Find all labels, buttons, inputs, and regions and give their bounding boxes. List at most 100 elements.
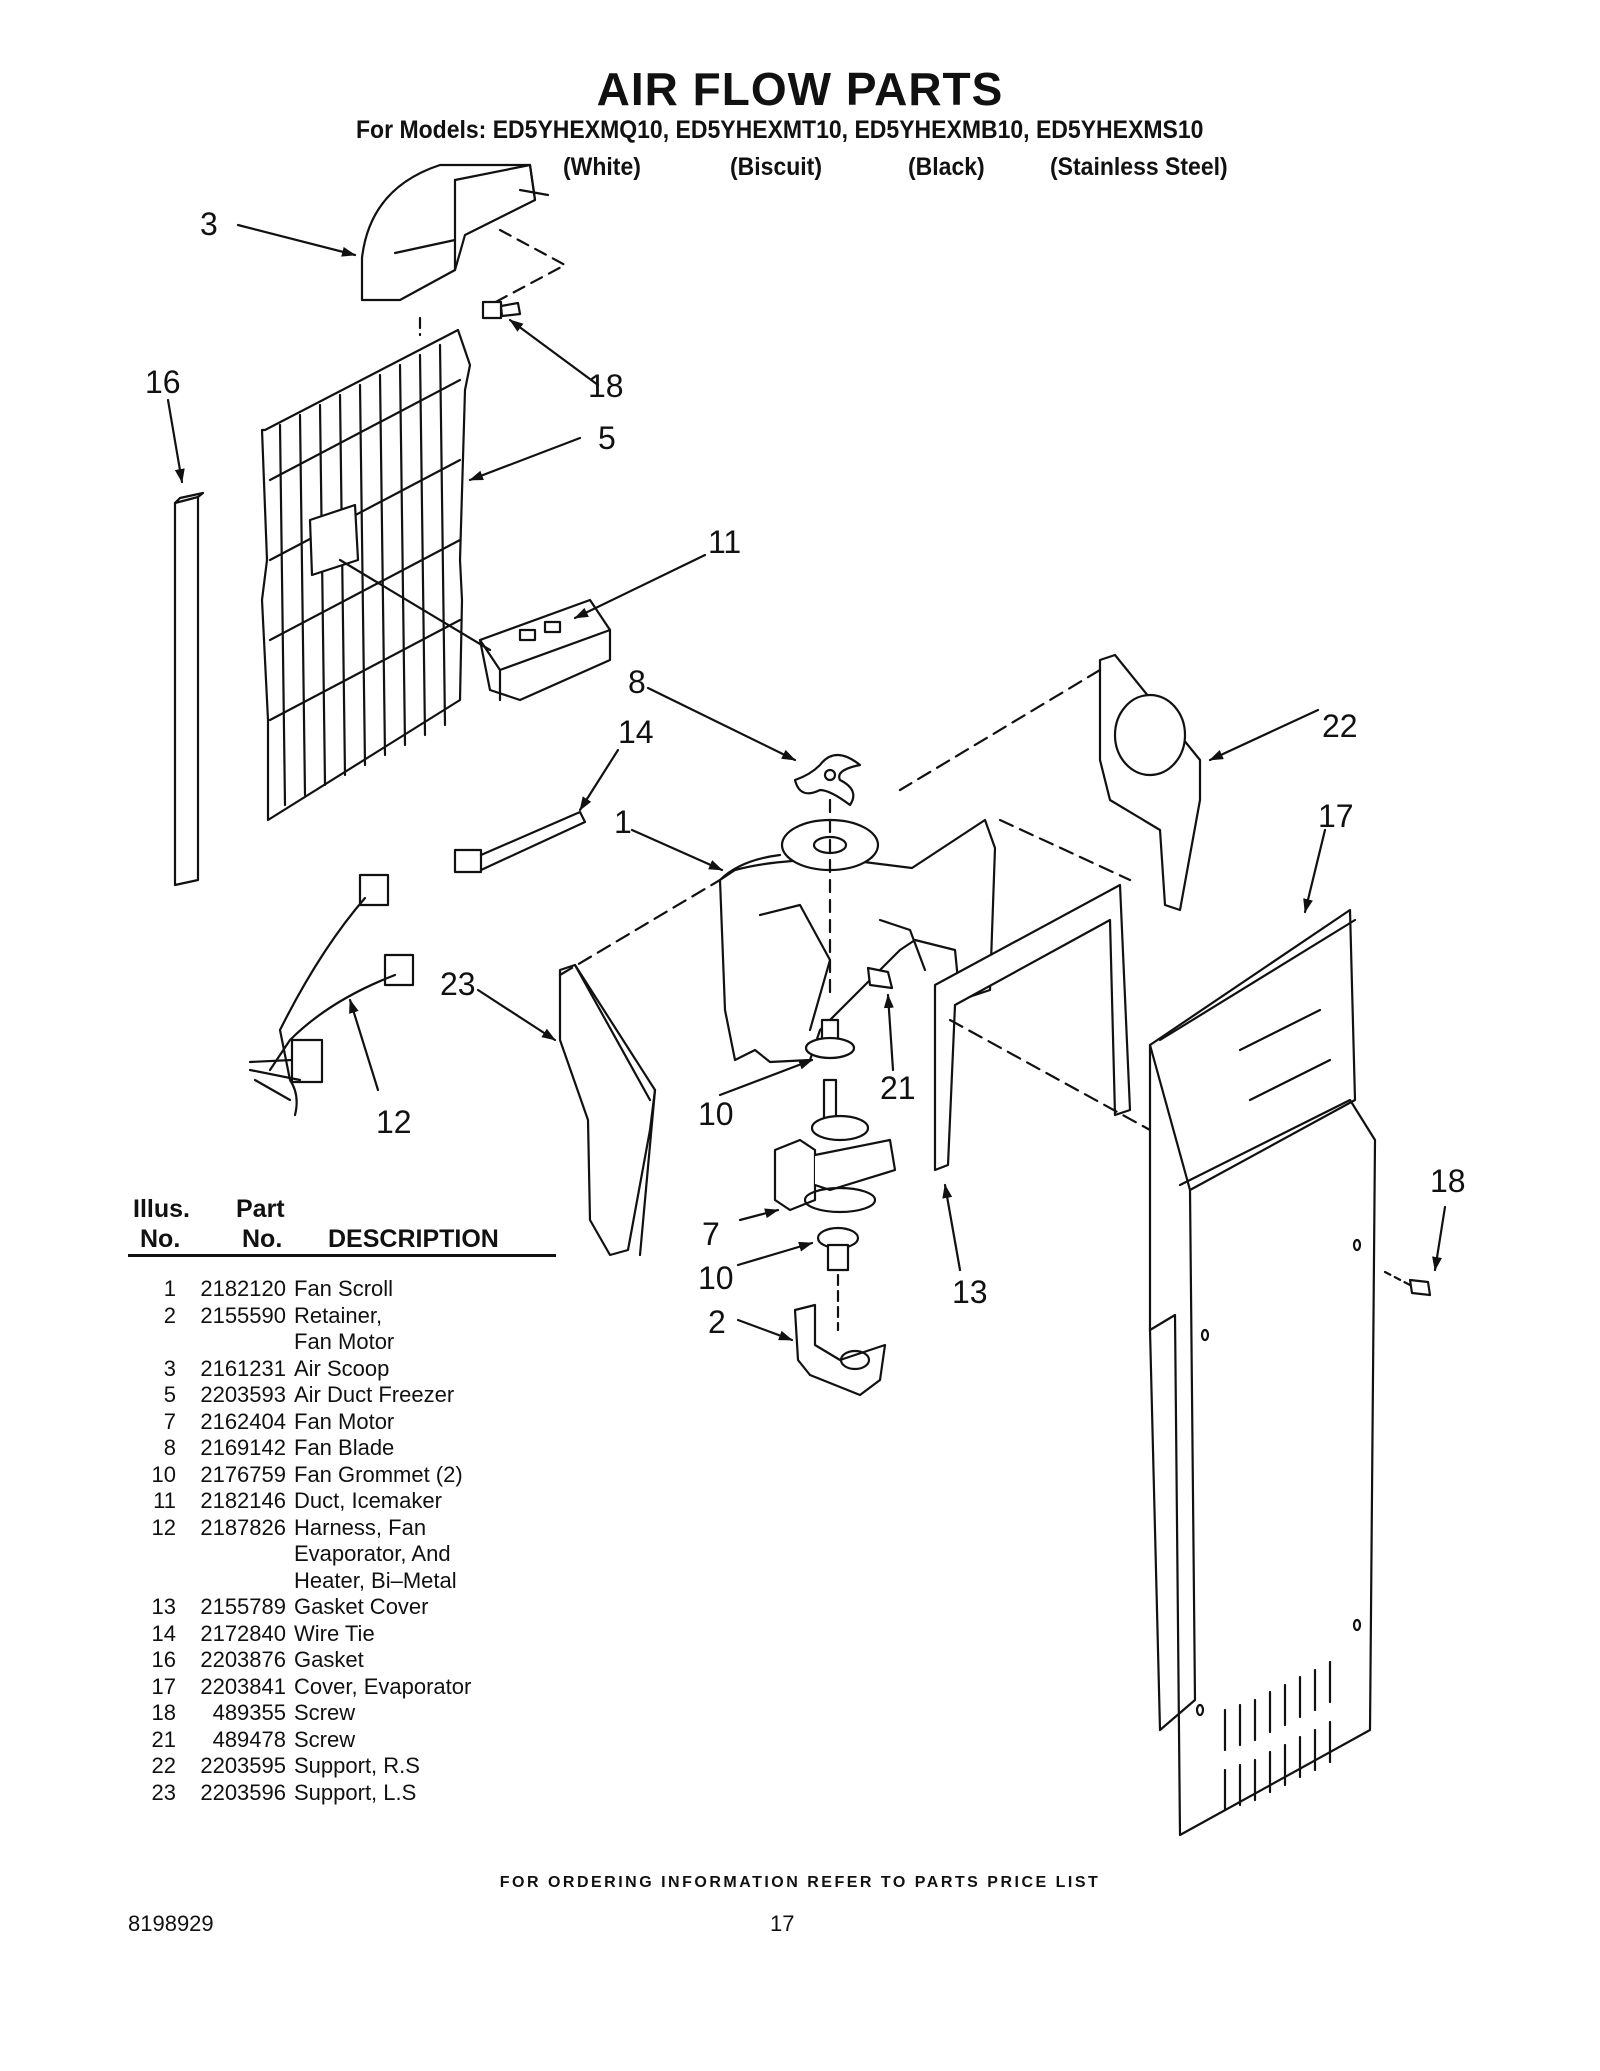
screw-21 bbox=[866, 966, 894, 990]
part-number-cell: 2172840 bbox=[200, 1620, 286, 1646]
model-color-black: (Black) bbox=[908, 153, 985, 181]
fan-grommet-upper bbox=[804, 1018, 856, 1060]
illus-cell: 18 bbox=[151, 1700, 176, 1725]
description-cell: Fan Blade bbox=[294, 1435, 395, 1460]
callout-8: 8 bbox=[628, 664, 646, 700]
table-row: 17 2203841 Cover, Evaporator bbox=[128, 1674, 588, 1701]
illus-cell: 10 bbox=[151, 1461, 176, 1487]
part-number-cell: 2176759 bbox=[200, 1461, 286, 1487]
table-row: 14 2172840 Wire Tie bbox=[128, 1621, 588, 1648]
callout-18-top: 18 bbox=[588, 368, 624, 404]
illus-cell: 1 bbox=[163, 1276, 176, 1301]
ordering-note: FOR ORDERING INFORMATION REFER TO PARTS … bbox=[499, 1874, 1101, 1891]
callout-21: 21 bbox=[880, 1070, 916, 1106]
part-number-cell: 2161231 bbox=[200, 1355, 286, 1381]
callout-10-lower: 10 bbox=[698, 1260, 734, 1296]
part-number-cell: 2203593 bbox=[200, 1382, 286, 1407]
document-number: 8198929 bbox=[128, 1911, 214, 1936]
description-cell: Fan Grommet (2) bbox=[294, 1461, 463, 1487]
illus-cell: 17 bbox=[151, 1673, 176, 1699]
illus-cell: 8 bbox=[163, 1435, 176, 1460]
illus-cell: 14 bbox=[151, 1620, 176, 1646]
table-header-part-no: No. bbox=[242, 1225, 283, 1253]
models-line: For Models: ED5YHEXMQ10, ED5YHEXMT10, ED… bbox=[356, 116, 1204, 144]
table-row: 12 2187826 Harness, Fan Evaporator, And He… bbox=[128, 1515, 588, 1595]
callout-13: 13 bbox=[952, 1274, 988, 1310]
description-cell: Air Scoop bbox=[294, 1355, 390, 1381]
illus-cell: 13 bbox=[151, 1594, 176, 1619]
air-scoop-part bbox=[360, 163, 550, 302]
model-color-white: (White) bbox=[563, 153, 641, 181]
table-header-illus: Illus. bbox=[133, 1195, 190, 1223]
callout-5: 5 bbox=[598, 420, 616, 456]
description-cell: Wire Tie bbox=[294, 1620, 375, 1646]
description-cell: Retainer, Fan Motor bbox=[294, 1302, 395, 1355]
table-header-description: DESCRIPTION bbox=[328, 1225, 499, 1253]
description-cell: Fan Scroll bbox=[294, 1276, 394, 1301]
part-number-cell: 2162404 bbox=[200, 1408, 286, 1434]
part-number-cell: 489478 bbox=[212, 1726, 286, 1752]
table-header-illus-no: No. bbox=[140, 1225, 181, 1253]
part-number-cell: 2203841 bbox=[200, 1673, 286, 1699]
retainer-fan-motor-part bbox=[793, 1303, 887, 1397]
part-number-cell: 2187826 bbox=[200, 1514, 286, 1540]
page-number: 17 bbox=[770, 1911, 795, 1936]
description-cell: Harness, Fan Evaporator, And Heater, Bi–… bbox=[294, 1514, 457, 1593]
illus-cell: 3 bbox=[163, 1355, 176, 1381]
illus-cell: 5 bbox=[163, 1382, 176, 1407]
callout-2: 2 bbox=[708, 1304, 726, 1340]
description-cell: Gasket bbox=[294, 1647, 364, 1672]
callout-12: 12 bbox=[376, 1104, 412, 1140]
callout-18-right: 18 bbox=[1430, 1163, 1466, 1199]
table-header-rule bbox=[128, 1254, 556, 1257]
illus-cell: 21 bbox=[151, 1726, 176, 1752]
part-number-cell: 2203876 bbox=[200, 1647, 286, 1672]
callout-7: 7 bbox=[702, 1216, 720, 1252]
description-cell: Support, L.S bbox=[294, 1779, 417, 1805]
support-rs-part bbox=[1098, 653, 1202, 912]
callout-3: 3 bbox=[200, 206, 218, 242]
table-row: 10 2176759 Fan Grommet (2) bbox=[128, 1462, 588, 1489]
table-row: 8 2169142 Fan Blade bbox=[128, 1435, 588, 1462]
description-cell: Support, R.S bbox=[294, 1753, 420, 1778]
leader-lines bbox=[166, 223, 1447, 1342]
illus-cell: 12 bbox=[151, 1514, 176, 1540]
wire-tie-part bbox=[453, 810, 587, 874]
description-cell: Gasket Cover bbox=[294, 1594, 429, 1619]
screw-18-top bbox=[481, 300, 522, 320]
description-cell: Cover, Evaporator bbox=[294, 1673, 472, 1699]
callout-14: 14 bbox=[618, 714, 654, 750]
harness-part bbox=[248, 873, 415, 1117]
fan-blade-part bbox=[793, 753, 862, 807]
description-cell: Screw bbox=[294, 1700, 356, 1725]
illus-cell: 2 bbox=[163, 1302, 176, 1328]
illus-cell: 22 bbox=[151, 1753, 176, 1778]
callout-16: 16 bbox=[145, 364, 181, 400]
illus-cell: 7 bbox=[163, 1408, 176, 1434]
fan-motor-part bbox=[773, 1078, 897, 1214]
illus-cell: 23 bbox=[151, 1779, 176, 1805]
table-row: 2 2155590 Retainer, Fan Motor bbox=[128, 1303, 588, 1356]
part-number-cell: 2155590 bbox=[200, 1302, 286, 1328]
description-cell: Fan Motor bbox=[294, 1408, 395, 1434]
fan-grommet-lower bbox=[816, 1226, 860, 1272]
model-color-stainless: (Stainless Steel) bbox=[1050, 153, 1228, 181]
gasket-cover-part bbox=[933, 883, 1132, 1172]
page-title: AIR FLOW PARTS bbox=[596, 63, 1004, 115]
part-number-cell: 489355 bbox=[212, 1700, 286, 1725]
callout-17: 17 bbox=[1318, 798, 1354, 834]
table-row: 7 2162404 Fan Motor bbox=[128, 1409, 588, 1436]
part-number-cell: 2203595 bbox=[200, 1753, 286, 1778]
callout-1: 1 bbox=[614, 804, 632, 840]
part-number-cell: 2169142 bbox=[200, 1435, 286, 1460]
table-row: 13 2155789 Gasket Cover bbox=[128, 1594, 588, 1621]
part-number-cell: 2155789 bbox=[200, 1594, 286, 1619]
